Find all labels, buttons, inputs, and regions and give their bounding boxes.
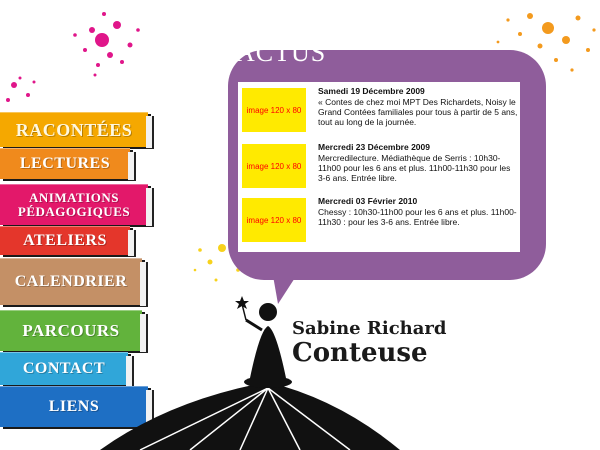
nav-item-label: LECTURES	[19, 155, 111, 172]
nav-item-parcours[interactable]: PARCOURS	[0, 310, 148, 353]
news-thumbnail-placeholder[interactable]: image 120 x 80	[242, 144, 306, 188]
nav-item-ateliers[interactable]: ATELIERS	[0, 226, 136, 257]
nav-item-label: LIENS	[48, 398, 100, 415]
news-thumbnail-placeholder[interactable]: image 120 x 80	[242, 88, 306, 132]
nav-item-label: ATELIERS	[23, 232, 107, 249]
storyteller-silhouette-illustration	[100, 296, 400, 450]
nav-item-animations-pedagogiques[interactable]: ANIMATIONS PÉDAGOGIQUES	[0, 184, 154, 227]
news-date: Samedi 19 Décembre 2009	[318, 86, 425, 96]
news-body: Samedi 19 Décembre 2009 « Contes de chez…	[318, 86, 518, 134]
nav-item-racontees[interactable]: RACONTÉES	[0, 112, 154, 149]
news-thumbnail-placeholder[interactable]: image 120 x 80	[242, 198, 306, 242]
news-body: Mercredi 03 Février 2010 Chessy : 10h30-…	[318, 196, 518, 244]
nav-item-lectures[interactable]: LECTURES	[0, 148, 136, 181]
news-description: Mercredilecture. Médiathèque de Serris :…	[318, 153, 511, 183]
nav-item-label: PARCOURS	[22, 321, 120, 340]
news-date: Mercredi 23 Décembre 2009	[318, 142, 430, 152]
news-list: image 120 x 80 Samedi 19 Décembre 2009 «…	[238, 82, 520, 252]
news-item[interactable]: image 120 x 80 Mercredi 23 Décembre 2009…	[242, 142, 518, 190]
nav-item-label: RACONTÉES	[15, 119, 133, 140]
speech-bubble-tail	[272, 270, 300, 304]
nav-item-contact[interactable]: CONTACT	[0, 352, 134, 387]
news-item[interactable]: image 120 x 80 Samedi 19 Décembre 2009 «…	[242, 86, 518, 134]
storyteller-name: Sabine Richard	[292, 318, 447, 339]
storyteller-role: Conteuse	[292, 338, 428, 368]
news-item[interactable]: image 120 x 80 Mercredi 03 Février 2010 …	[242, 196, 518, 244]
main-navigation: RACONTÉES LECTURES ANIMATIONS PÉDAGOGIQU…	[0, 0, 170, 450]
news-body: Mercredi 23 Décembre 2009 Mercredilectur…	[318, 142, 518, 190]
nav-item-liens[interactable]: LIENS	[0, 386, 154, 429]
nav-item-label: CALENDRIER	[14, 273, 128, 290]
news-description: « Contes de chez moi MPT Des Richardets,…	[318, 97, 518, 127]
nav-item-calendrier[interactable]: CALENDRIER	[0, 258, 148, 307]
nav-item-label-line2: PÉDAGOGIQUES	[17, 204, 131, 219]
nav-item-label: CONTACT	[22, 360, 106, 377]
nav-item-label-line1: ANIMATIONS	[29, 190, 119, 205]
magic-wand-star-icon	[235, 296, 249, 309]
news-section-title: ACTUS	[236, 38, 327, 67]
news-description: Chessy : 10h30-11h00 pour les 6 ans et p…	[318, 207, 517, 227]
news-date: Mercredi 03 Février 2010	[318, 196, 418, 206]
